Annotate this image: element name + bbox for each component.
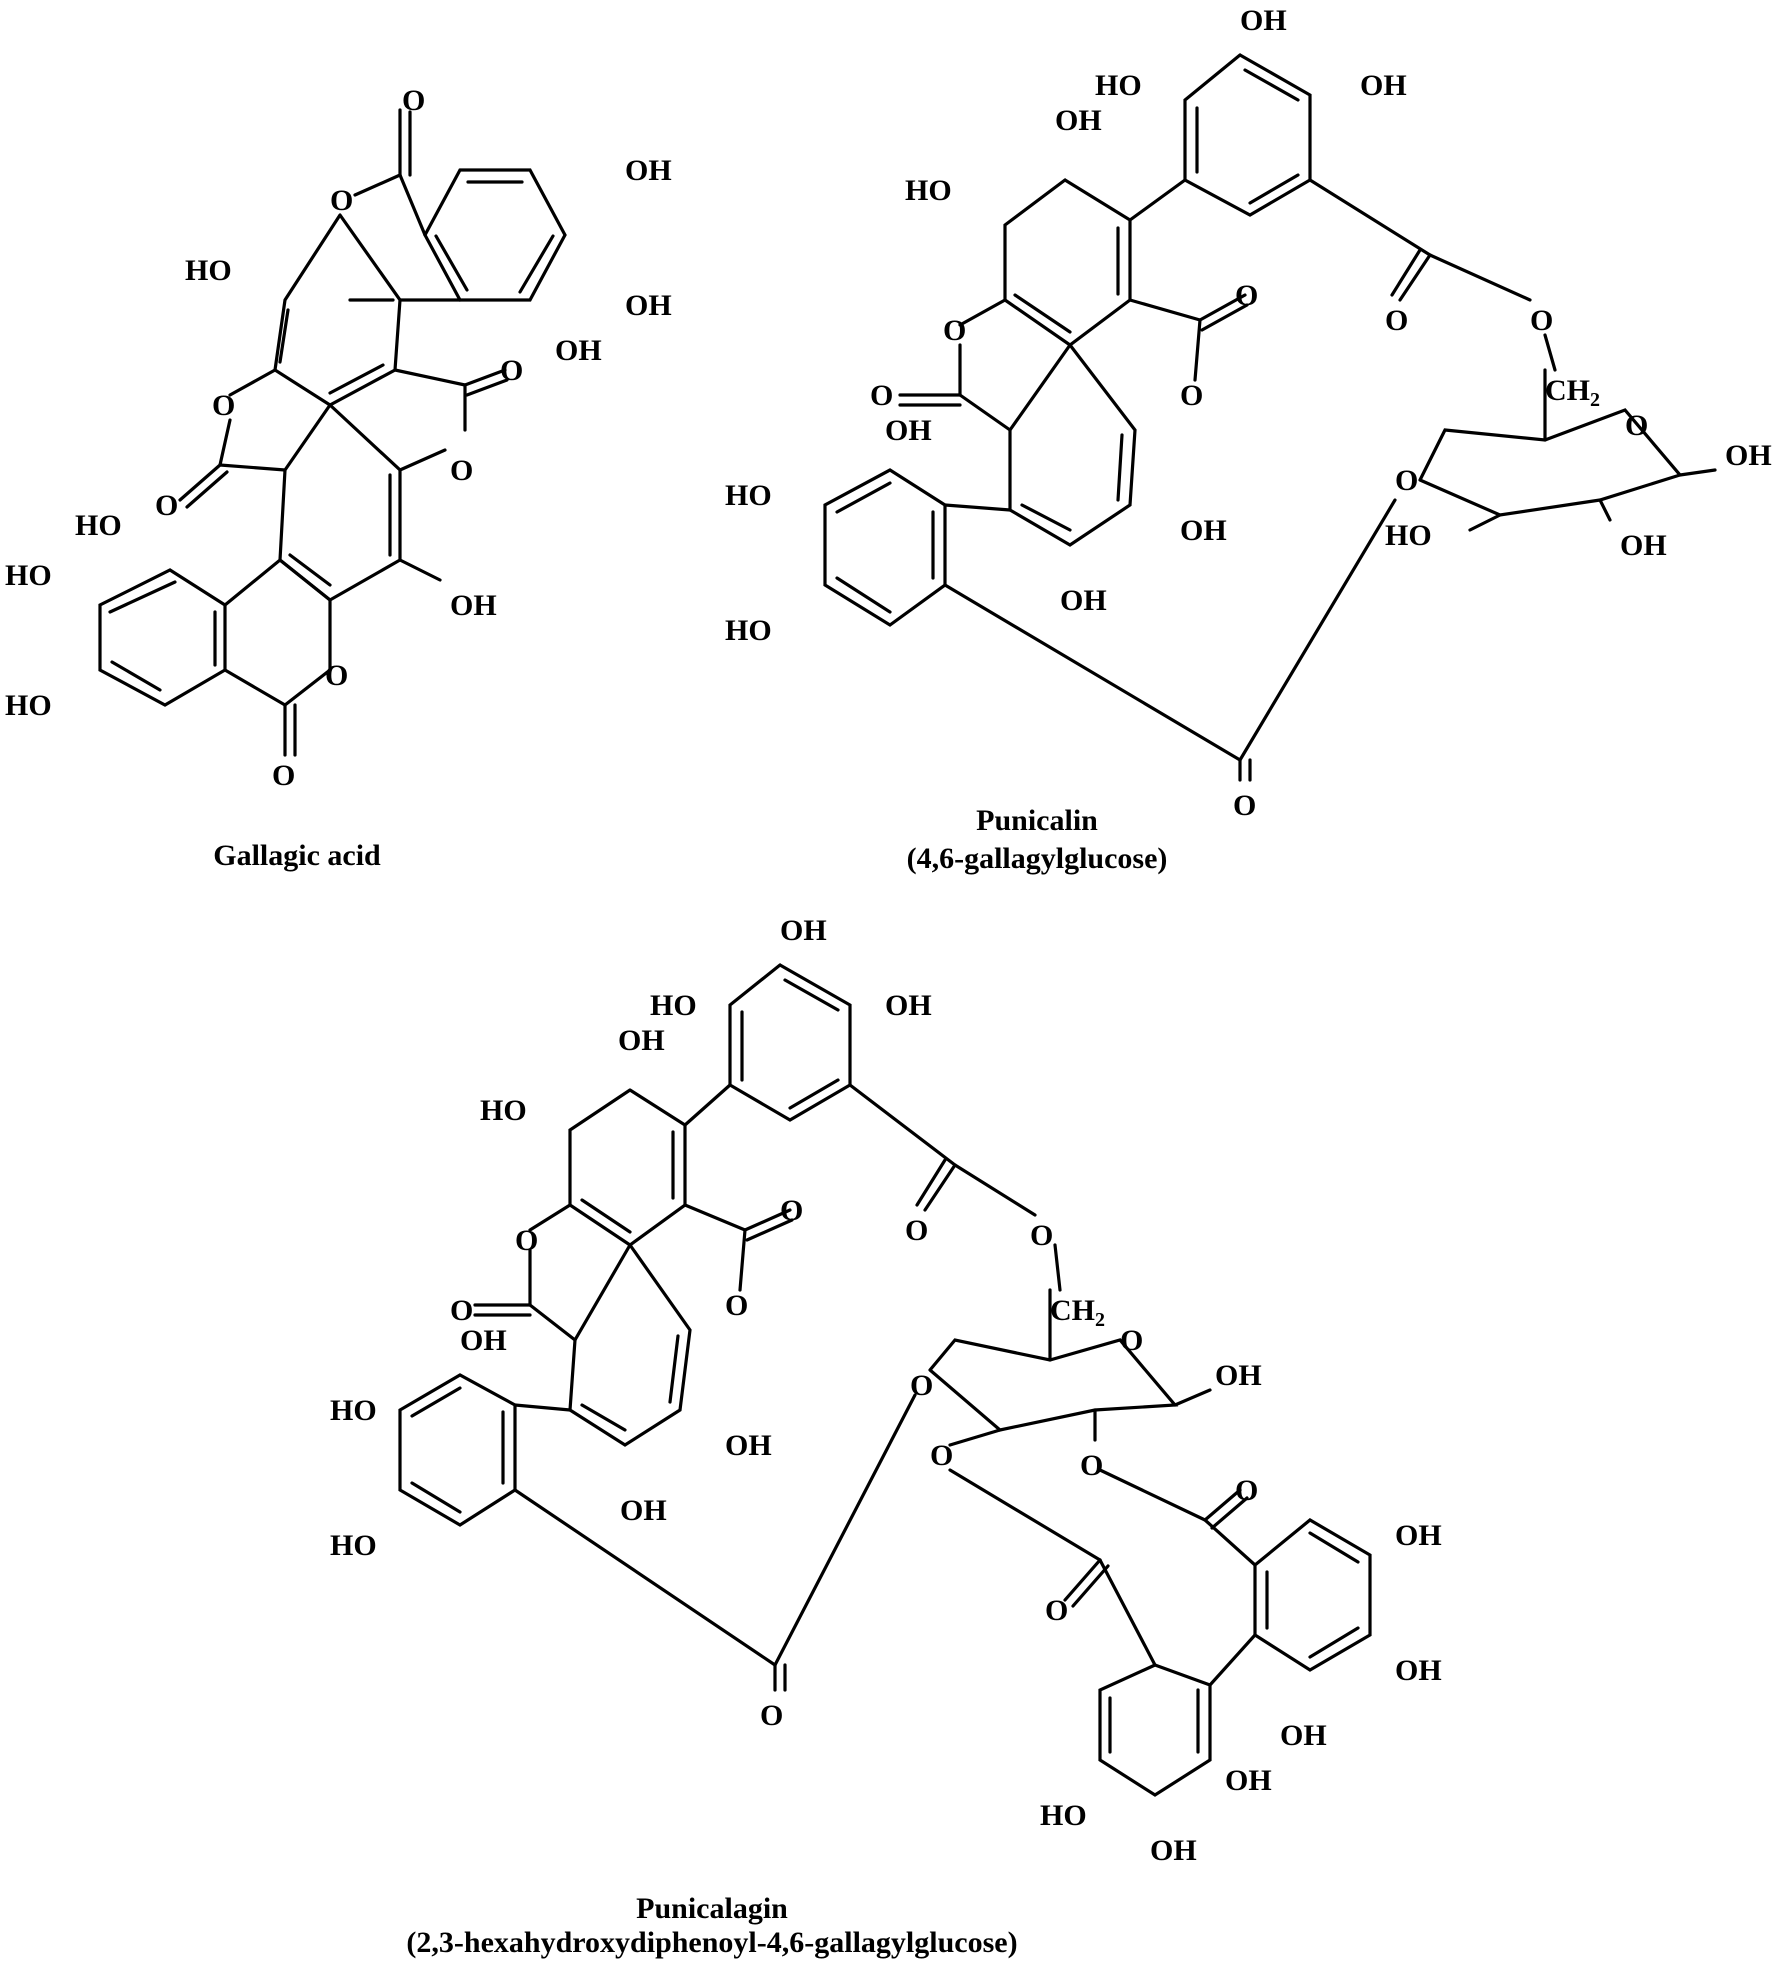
- hydroxyl-label: OH: [1395, 1519, 1442, 1552]
- hydroxyl-label: OH: [555, 334, 602, 367]
- ester-oxygen: O: [1530, 304, 1553, 337]
- hydroxyl-left-label: HO: [5, 689, 52, 722]
- hydroxyl-label: OH: [1180, 514, 1227, 547]
- hydroxyl-label: OH: [625, 289, 672, 322]
- carbonyl-oxygen: O: [1235, 279, 1258, 312]
- hydroxyl-label: OH: [1215, 1359, 1262, 1392]
- ring-oxygen: O: [910, 1369, 933, 1402]
- carbonyl-oxygen: O: [155, 489, 178, 522]
- carbonyl-oxygen: O: [1045, 1594, 1068, 1627]
- hydroxyl-label: OH: [1225, 1764, 1272, 1797]
- ring-oxygen: O: [515, 1224, 538, 1257]
- ring-oxygen: O: [930, 1439, 953, 1472]
- hydroxyl-label: OH: [618, 1024, 665, 1057]
- carbonyl-oxygen: O: [870, 379, 893, 412]
- ring-oxygen: O: [212, 389, 235, 422]
- gallagic-acid-bonds: [98, 108, 567, 757]
- punicalin-bonds: [823, 53, 1717, 782]
- ring-oxygen: O: [725, 1289, 748, 1322]
- carbonyl-oxygen: O: [780, 1194, 803, 1227]
- ring-oxygen: O: [1120, 1324, 1143, 1357]
- hydroxyl-label: OH: [1395, 1654, 1442, 1687]
- hydroxyl-label: OH: [1360, 69, 1407, 102]
- methylene-label: CH2: [1545, 374, 1600, 411]
- ring-oxygen: O: [330, 184, 353, 217]
- molecule-punicalin: OH HO OH OH HO O O O O CH2 O O O OH O OH…: [725, 4, 1772, 875]
- hydroxyl-label: OH: [1240, 4, 1287, 37]
- carbonyl-oxygen: O: [905, 1214, 928, 1247]
- caption-punicalin: Punicalin: [976, 804, 1098, 837]
- methylene-label: CH2: [1050, 1294, 1105, 1331]
- molecule-gallagic-acid: O O OH OH OH HO O O O O HO HO HO OH O O …: [5, 84, 672, 872]
- hydroxyl-label: OH: [885, 989, 932, 1022]
- hydroxyl-label: OH: [1620, 529, 1667, 562]
- ring-oxygen: O: [325, 659, 348, 692]
- carbonyl-oxygen: O: [760, 1699, 783, 1732]
- punicalin-atoms: OH HO OH OH HO O O O O CH2 O O O OH O OH…: [725, 4, 1772, 822]
- ring-oxygen: O: [943, 314, 966, 347]
- carbonyl-oxygen: O: [402, 84, 425, 117]
- hydroxyl-left-label: HO: [480, 1094, 527, 1127]
- hydroxyl-left-label: HO: [330, 1529, 377, 1562]
- hydroxyl-label: OH: [625, 154, 672, 187]
- ring-oxygen: O: [1395, 464, 1418, 497]
- hydroxyl-left-label: HO: [650, 989, 697, 1022]
- hydroxyl-label: OH: [725, 1429, 772, 1462]
- carbonyl-oxygen: O: [1235, 1474, 1258, 1507]
- carbonyl-oxygen: O: [450, 1294, 473, 1327]
- molecule-punicalagin: OH HO OH OH HO O O O O CH2 O O O OH OH O…: [330, 914, 1442, 1959]
- ring-oxygen: O: [1625, 409, 1648, 442]
- carbonyl-oxygen: O: [500, 354, 523, 387]
- ring-oxygen: O: [1080, 1449, 1103, 1482]
- ester-oxygen: O: [1030, 1219, 1053, 1252]
- hydroxyl-label: OH: [620, 1494, 667, 1527]
- gallagic-acid-atoms: O O OH OH OH HO O O O O HO HO HO OH O O: [5, 84, 672, 792]
- carbonyl-oxygen: O: [1385, 304, 1408, 337]
- hydroxyl-label: OH: [1150, 1834, 1197, 1867]
- hydroxyl-left-label: HO: [1040, 1799, 1087, 1832]
- hydroxyl-left-label: HO: [725, 614, 772, 647]
- hydroxyl-left-label: HO: [1095, 69, 1142, 102]
- caption-gallagic-acid: Gallagic acid: [213, 839, 381, 872]
- punicalagin-bonds: [398, 963, 1372, 1797]
- hydroxyl-left-label: HO: [5, 559, 52, 592]
- hydroxyl-left-label: HO: [725, 479, 772, 512]
- hydroxyl-label: OH: [780, 914, 827, 947]
- carbonyl-oxygen: O: [1233, 789, 1256, 822]
- hydroxyl-left-label: HO: [1385, 519, 1432, 552]
- hydroxyl-label: OH: [1060, 584, 1107, 617]
- caption-punicalagin: Punicalagin: [636, 1892, 788, 1925]
- hydroxyl-label: OH: [1280, 1719, 1327, 1752]
- hydroxyl-left-label: HO: [185, 254, 232, 287]
- hydroxyl-left-label: HO: [905, 174, 952, 207]
- hydroxyl-label: OH: [885, 414, 932, 447]
- hydroxyl-left-label: HO: [330, 1394, 377, 1427]
- hydroxyl-label: OH: [1055, 104, 1102, 137]
- caption-punicalin-subtitle: (4,6-gallagylglucose): [907, 842, 1168, 875]
- hydroxyl-label: OH: [1725, 439, 1772, 472]
- caption-punicalagin-subtitle: (2,3-hexahydroxydiphenoyl-4,6-gallagylgl…: [406, 1926, 1017, 1959]
- carbonyl-oxygen: O: [272, 759, 295, 792]
- ring-oxygen: O: [450, 454, 473, 487]
- hydroxyl-label: OH: [450, 589, 497, 622]
- punicalagin-atoms: OH HO OH OH HO O O O O CH2 O O O OH OH O…: [330, 914, 1442, 1867]
- hydroxyl-left-label: HO: [75, 509, 122, 542]
- ring-oxygen: O: [1180, 379, 1203, 412]
- hydroxyl-label: OH: [460, 1324, 507, 1357]
